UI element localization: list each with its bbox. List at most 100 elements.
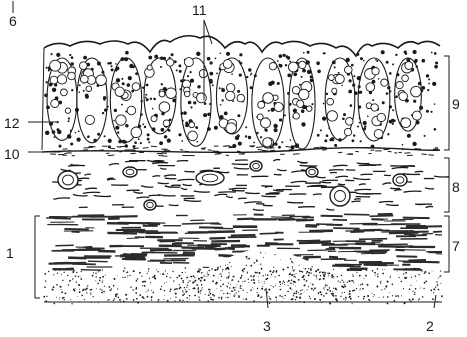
serosa-dot — [295, 299, 296, 300]
serosa-dot — [288, 280, 290, 282]
serosa-dot — [109, 286, 111, 288]
serosa-dot — [234, 294, 235, 295]
serosa-dot — [135, 292, 137, 294]
nucleus-dot — [71, 56, 74, 59]
serosa-dot — [252, 287, 253, 288]
nucleus-dot — [103, 98, 105, 100]
serosa-dot — [52, 289, 54, 291]
serosa-dot — [412, 291, 413, 292]
serosa-dot — [412, 298, 414, 300]
collagen-fiber — [73, 195, 88, 196]
cone-dot — [246, 265, 247, 266]
nucleus-dot — [422, 86, 426, 90]
serosa-dot — [250, 275, 252, 277]
goblet-cell — [166, 88, 177, 99]
muscle-fiber — [396, 246, 413, 247]
serosa-dot — [221, 297, 223, 299]
nucleus-dot — [204, 102, 207, 105]
goblet-cell — [147, 65, 152, 70]
nucleus-dot — [224, 112, 228, 116]
serosa-dot — [148, 291, 149, 292]
serosa-dot — [113, 300, 114, 301]
serosa-dot — [227, 293, 228, 294]
muscularis-fiber — [402, 149, 407, 150]
serosa-dot — [227, 297, 229, 299]
cone-dot — [352, 290, 354, 292]
goblet-cell — [335, 75, 344, 84]
nucleus-dot — [382, 101, 385, 104]
goblet-cell — [127, 106, 136, 115]
muscularis-fiber — [270, 148, 274, 149]
serosa-dot — [375, 275, 376, 276]
serosa-dot — [296, 291, 298, 293]
nucleus-dot — [142, 124, 144, 126]
serosa-dot — [116, 293, 118, 295]
cone-dot — [323, 278, 325, 280]
serosa-dot — [133, 270, 135, 272]
cone-dot — [242, 281, 243, 282]
collagen-fiber — [352, 201, 361, 202]
serosa-dot — [179, 299, 181, 301]
cone-dot — [254, 262, 256, 264]
serosa-dot — [349, 290, 351, 292]
cone-dot — [188, 282, 189, 283]
serosa-dot — [149, 278, 150, 279]
nucleus-dot — [85, 95, 89, 99]
serosa-dot — [152, 277, 153, 278]
nucleus-dot — [146, 84, 149, 87]
blood-vessel — [330, 186, 350, 206]
serosa-dot — [438, 278, 439, 279]
collagen-fiber — [218, 192, 236, 193]
goblet-cell — [332, 88, 337, 93]
cone-dot — [265, 253, 266, 254]
serosa-dot — [440, 283, 441, 284]
goblet-cell — [372, 68, 379, 75]
nucleus-dot — [357, 126, 359, 128]
serosa-dot — [198, 268, 199, 269]
nucleus-dot — [293, 109, 297, 113]
goblet-cell — [329, 75, 335, 81]
muscle-fiber — [408, 260, 426, 261]
muscularis-fiber — [69, 151, 73, 152]
serosa-dot — [55, 270, 56, 271]
serosa-dot — [247, 272, 248, 273]
muscularis-fiber — [63, 149, 68, 150]
serosa-dot — [366, 270, 367, 271]
collagen-fiber — [178, 179, 195, 180]
cone-dot — [362, 288, 364, 290]
nucleus-dot — [273, 124, 277, 128]
collagen-fiber — [359, 184, 366, 185]
nucleus-dot — [196, 52, 200, 56]
collagen-fiber — [300, 165, 318, 166]
cone-dot — [237, 284, 238, 285]
cone-dot — [186, 291, 187, 292]
nucleus-dot — [302, 69, 306, 73]
nucleus-dot — [367, 115, 369, 117]
cone-dot — [335, 295, 337, 297]
serosa-dot — [397, 295, 399, 297]
nucleus-dot — [219, 87, 221, 89]
nucleus-dot — [187, 75, 189, 77]
cone-dot — [264, 283, 265, 284]
serosa-dot — [381, 289, 382, 290]
nucleus-dot — [102, 112, 104, 114]
cone-dot — [204, 279, 206, 281]
nucleus-dot — [402, 144, 404, 146]
serosa-dot — [213, 295, 215, 297]
nucleus-dot — [316, 61, 320, 65]
nucleus-dot — [299, 84, 301, 86]
serosa-dot — [418, 300, 419, 301]
muscularis-fiber — [143, 148, 149, 149]
serosa-dot — [46, 296, 47, 297]
cone-dot — [287, 267, 289, 269]
nucleus-dot — [69, 54, 71, 56]
collagen-fiber — [383, 183, 392, 185]
cone-dot — [217, 288, 218, 289]
nucleus-dot — [68, 117, 70, 119]
serosa-dot — [413, 268, 415, 270]
muscle-fiber — [72, 232, 80, 233]
serosa-dot — [91, 289, 92, 290]
nucleus-dot — [117, 127, 119, 129]
serosa-dot — [275, 285, 276, 286]
cone-dot — [280, 289, 282, 291]
